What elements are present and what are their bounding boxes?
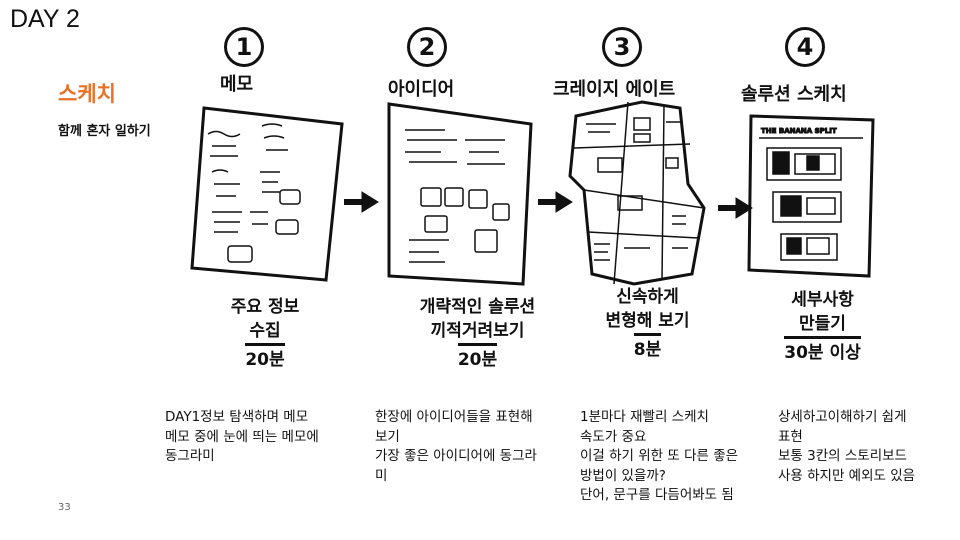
description-line: 1분마다 재빨리 스케치	[580, 408, 775, 428]
description-line: 미	[375, 467, 575, 487]
description-line: 보기	[375, 428, 575, 448]
step-2-caption: 개략적인 솔루션 끼적거려보기 20분	[395, 295, 560, 372]
arrow-icon	[716, 196, 754, 220]
step-4-number: 4	[785, 27, 825, 67]
description-line: 메모 중에 눈에 띄는 메모에	[165, 428, 365, 448]
step-1-caption-line1: 주요 정보	[205, 295, 325, 319]
step-4-time: 30분 이상	[784, 336, 861, 365]
subtitle: 함께 혼자 일하기	[58, 120, 151, 139]
sketch4-header: THE BANANA SPLIT	[761, 127, 837, 135]
step-4-caption-line2: 만들기	[760, 312, 885, 336]
arrow-icon	[342, 190, 380, 214]
step-1-description: DAY1정보 탐색하며 메모 메모 중에 눈에 띄는 메모에 동그라미	[165, 408, 365, 467]
description-line: 상세하고이해하기 쉽게	[778, 408, 958, 428]
crazy-eight-sketch	[568, 98, 718, 288]
step-3-number: 3	[602, 27, 642, 67]
step-3-caption-line1: 신속하게	[585, 285, 710, 309]
solution-sketch: THE BANANA SPLIT	[747, 112, 877, 282]
step-4-label: 솔루션 스케치	[741, 80, 847, 106]
step-2-caption-line1: 개략적인 솔루션	[395, 295, 560, 319]
step-4-caption-line1: 세부사항	[760, 288, 885, 312]
section-title: 스케치	[58, 78, 116, 108]
step-2-label: 아이디어	[388, 75, 454, 101]
step-1-caption: 주요 정보 수집 20분	[205, 295, 325, 372]
description-line: 속도가 중요	[580, 428, 775, 448]
step-2-caption-line2: 끼적거려보기	[395, 319, 560, 343]
step-3-caption: 신속하게 변형해 보기 8분	[585, 285, 710, 362]
step-3-time: 8분	[634, 333, 661, 362]
step-4-caption: 세부사항 만들기 30분 이상	[760, 288, 885, 365]
description-line: 가장 좋은 아이디어에 동그라	[375, 447, 575, 467]
arrow-icon	[536, 190, 574, 214]
step-3-caption-line2: 변형해 보기	[585, 309, 710, 333]
description-line: 표현	[778, 428, 958, 448]
step-3-description: 1분마다 재빨리 스케치 속도가 중요 이걸 하기 위한 또 다른 좋은 방법이…	[580, 408, 775, 506]
description-line: 이걸 하기 위한 또 다른 좋은	[580, 447, 775, 467]
description-line: 사용 하지만 예외도 있음	[778, 467, 958, 487]
step-1-number: 1	[224, 27, 264, 67]
description-line: DAY1정보 탐색하며 메모	[165, 408, 365, 428]
description-line: 보통 3칸의 스토리보드	[778, 447, 958, 467]
description-line: 단어, 문구를 다듬어봐도 됨	[580, 486, 775, 506]
description-line: 방법이 있을까?	[580, 467, 775, 487]
day-label: DAY 2	[10, 5, 80, 34]
step-2-time: 20분	[458, 343, 497, 372]
description-line: 동그라미	[165, 447, 365, 467]
step-2-number: 2	[407, 27, 447, 67]
step-1-label: 메모	[220, 70, 253, 96]
step-1-time: 20분	[245, 343, 284, 372]
page-number: 33	[58, 502, 71, 513]
step-1-caption-line2: 수집	[205, 319, 325, 343]
description-line: 한장에 아이디어들을 표현해	[375, 408, 575, 428]
idea-sketch	[385, 100, 535, 290]
step-2-description: 한장에 아이디어들을 표현해 보기 가장 좋은 아이디어에 동그라 미	[375, 408, 575, 486]
memo-sketch	[190, 100, 350, 290]
step-4-description: 상세하고이해하기 쉽게 표현 보통 3칸의 스토리보드 사용 하지만 예외도 있…	[778, 408, 958, 486]
